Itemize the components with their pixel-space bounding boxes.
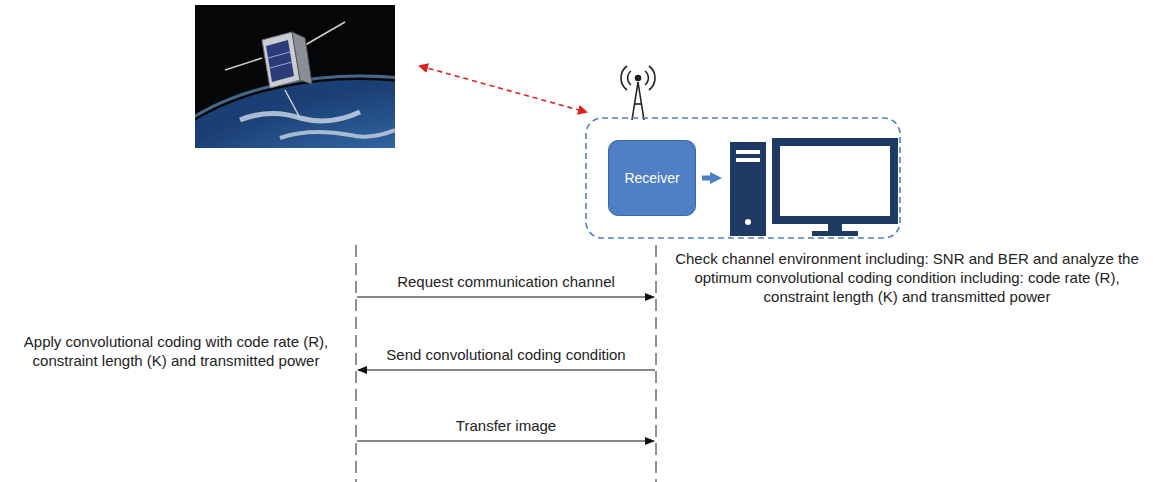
lifeline	[656, 245, 657, 482]
antenna-icon	[621, 66, 655, 120]
computer-tower	[730, 142, 766, 236]
message-label: Send convolutional coding condition	[376, 346, 636, 365]
note-text: Apply convolutional coding with code rat…	[6, 333, 346, 371]
radio-link	[420, 66, 586, 112]
note-text: Check channel environment including: SNR…	[666, 250, 1148, 306]
ground-station-outline	[586, 118, 900, 238]
receiver-box: Receiver	[608, 140, 696, 216]
message-arrow	[357, 296, 654, 297]
message-label: Transfer image	[376, 417, 636, 436]
lifeline	[356, 245, 357, 482]
message-arrow	[357, 440, 654, 441]
data-arrow	[702, 176, 716, 181]
message-arrow	[358, 369, 655, 370]
node-text: Receiver	[624, 170, 679, 186]
message-label: Request communication channel	[376, 273, 636, 292]
monitor-icon	[776, 142, 894, 236]
